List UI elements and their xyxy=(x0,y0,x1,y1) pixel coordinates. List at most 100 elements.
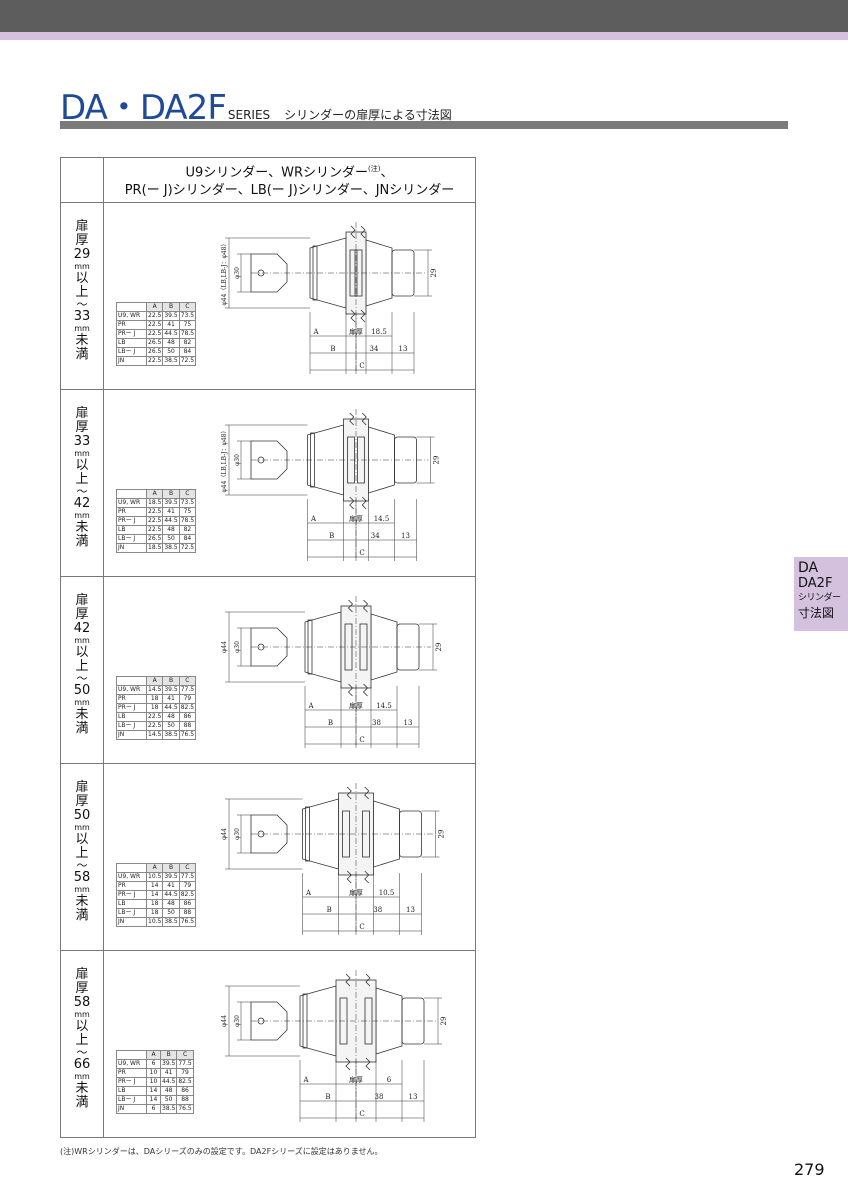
table-cell-name: PRー J xyxy=(116,890,147,900)
row-label-ijo: 上 xyxy=(75,285,89,300)
label-c: C xyxy=(359,362,364,370)
thumb-turn-hole xyxy=(257,456,265,464)
row-label-unit2: mm xyxy=(74,885,90,894)
row-label-ijo: 以 xyxy=(75,271,89,286)
break-line-top xyxy=(346,786,352,800)
table-cell-a: 10 xyxy=(146,1077,161,1087)
row-label-ijo: 上 xyxy=(75,472,89,487)
label-mid: 38 xyxy=(375,1093,384,1101)
row-label-unit: mm xyxy=(74,1010,90,1019)
table-cell-a: 22.5 xyxy=(145,721,164,731)
table-cell-a: 22.5 xyxy=(145,356,164,366)
table-cell-a: 22.5 xyxy=(145,507,164,517)
label-right-gap: 18.5 xyxy=(371,328,387,336)
table-header-cell: A xyxy=(145,863,164,873)
table-cell-name: U9, WR xyxy=(116,685,147,695)
row-label-suffix: 未 xyxy=(75,520,89,535)
table-cell-c: 79 xyxy=(178,881,197,891)
table-cell-name: LBー J xyxy=(116,1095,147,1105)
table-cell-name: U9, WR xyxy=(116,311,147,321)
label-height: 29 xyxy=(440,1017,448,1026)
label-height: 29 xyxy=(435,643,443,652)
label-c: C xyxy=(359,736,364,744)
table-cell-a: 18.5 xyxy=(145,543,164,553)
table-cell-c: 76.5 xyxy=(178,917,197,927)
table-cell-b: 38.5 xyxy=(162,917,180,927)
table-cell-b: 38.5 xyxy=(159,1104,178,1114)
table-cell-b: 38.5 xyxy=(162,543,180,553)
break-line-top-2 xyxy=(361,412,367,426)
table-header-cell: C xyxy=(178,302,197,312)
table-cell-name: PRー J xyxy=(116,329,147,339)
table-cell-c: 88 xyxy=(178,908,197,918)
label-b: B xyxy=(327,906,332,914)
label-height: 29 xyxy=(430,269,438,278)
break-line-bottom xyxy=(345,1057,351,1071)
table-cell-c: 86 xyxy=(178,899,197,909)
table-cell-a: 26.5 xyxy=(145,347,164,357)
table-header-blank xyxy=(116,489,147,499)
row-label-suffix: 満 xyxy=(75,347,89,362)
table-cell-c: 75 xyxy=(178,320,197,330)
row-label-suffix: 満 xyxy=(75,908,89,923)
column-divider xyxy=(103,158,104,1137)
table-cell-a: 6 xyxy=(146,1059,161,1069)
row-label-unit2: mm xyxy=(74,1072,90,1081)
row-label-prefix: 扉 xyxy=(75,219,89,234)
row-label-to: 42 xyxy=(73,496,91,511)
break-line-bottom xyxy=(350,309,356,323)
row-label-unit2: mm xyxy=(74,324,90,333)
table-cell-a: 18 xyxy=(145,899,164,909)
label-a: A xyxy=(305,889,312,897)
table-cell-b: 41 xyxy=(162,881,180,891)
label-inner-diameter: φ30 xyxy=(234,1015,241,1027)
table-cell-name: PR xyxy=(116,1068,147,1078)
row-label-ijo: 上 xyxy=(75,659,89,674)
table-cell-a: 14 xyxy=(145,881,164,891)
label-door-thickness: 扉厚 xyxy=(349,888,363,897)
table-cell-name: LB xyxy=(116,338,147,348)
table-cell-name: PRー J xyxy=(116,516,147,526)
table-cell-c: 77.5 xyxy=(178,685,197,695)
table-cell-c: 73.5 xyxy=(178,311,197,321)
table-header-cell: A xyxy=(146,1050,161,1060)
label-mid: 34 xyxy=(371,532,380,540)
label-end: 13 xyxy=(409,1093,418,1101)
row-label-ijo: 上 xyxy=(75,846,89,861)
row-label-prefix: 扉 xyxy=(75,780,89,795)
side-index-tab[interactable]: DA DA2F シリンダー 寸法図 xyxy=(794,557,848,631)
row-label-suffix: 未 xyxy=(75,333,89,348)
label-c: C xyxy=(359,923,364,931)
label-height: 29 xyxy=(433,456,441,465)
table-cell-a: 18 xyxy=(145,694,164,704)
break-line-top xyxy=(345,973,351,987)
label-mid: 38 xyxy=(373,906,382,914)
table-cell-c: 79 xyxy=(176,1068,194,1078)
table-cell-b: 41 xyxy=(162,320,180,330)
table-cell-b: 50 xyxy=(162,721,180,731)
break-line-bottom-2 xyxy=(364,870,370,884)
row-label-tilde: 〜 xyxy=(76,1046,88,1059)
table-cell-a: 14 xyxy=(146,1095,161,1105)
table-cell-c: 84 xyxy=(178,534,197,544)
table-header-cell: C xyxy=(178,863,197,873)
break-line-top xyxy=(349,412,355,426)
label-end: 13 xyxy=(406,906,415,914)
table-header-cell: B xyxy=(162,489,180,499)
